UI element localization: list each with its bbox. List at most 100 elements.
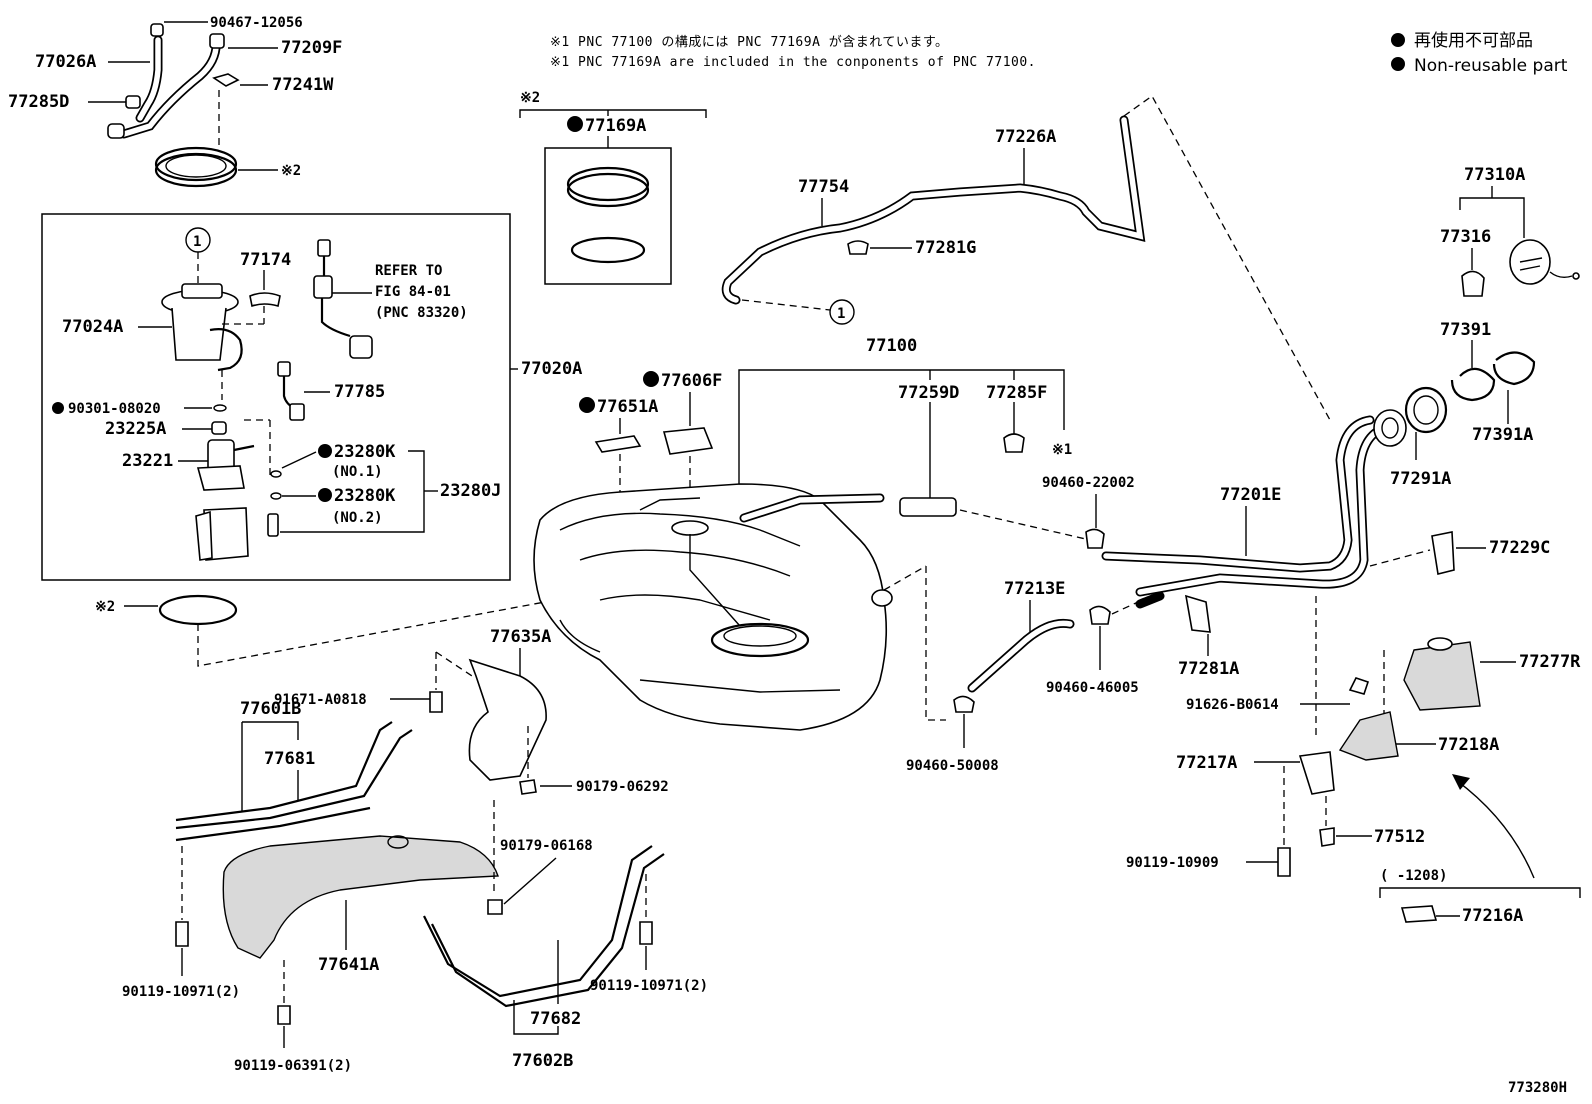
refer-line-3: (PNC 83320)	[375, 305, 468, 321]
pump-connector-77785	[277, 361, 305, 421]
nonreusable-dot-icon-6	[579, 397, 595, 413]
hose-77259D	[899, 497, 957, 517]
ring-77391	[1450, 367, 1496, 402]
label-77217A: 77217A	[1176, 753, 1237, 773]
label-77602B: 77602B	[512, 1051, 573, 1071]
label-77606F: 77606F	[661, 371, 722, 391]
clip-77229C	[1431, 531, 1455, 575]
label-no1: (NO.1)	[332, 464, 383, 480]
label-77277R: 77277R	[1519, 652, 1581, 672]
fuel-pump-23221	[196, 439, 255, 491]
label-77281G: 77281G	[915, 238, 976, 258]
label-77391: 77391	[1440, 320, 1491, 340]
label-77218A: 77218A	[1438, 735, 1499, 755]
label-77216A: 77216A	[1462, 906, 1523, 926]
bracket-77217A	[1298, 751, 1335, 795]
label-77512: 77512	[1374, 827, 1425, 847]
label-no2: (NO.2)	[332, 510, 383, 526]
strap-77602B	[423, 845, 665, 1008]
legend-text-jp: 再使用不可部品	[1414, 30, 1533, 51]
legend-dot-icon	[1391, 33, 1405, 47]
bolt-90119-06391	[277, 1005, 291, 1025]
label-range: ( -1208)	[1380, 868, 1447, 884]
clamp-77281A	[1184, 594, 1211, 633]
clamp-90460-46005	[1089, 605, 1111, 625]
label-77259D: 77259D	[898, 383, 959, 403]
vent-hoses	[721, 115, 1146, 305]
label-77651A: 77651A	[597, 397, 658, 417]
label-23280J: 23280J	[440, 481, 501, 501]
pad-77606F	[662, 427, 714, 455]
circle-ref-1-text: 1	[193, 234, 201, 250]
arrow-head-icon	[1452, 774, 1470, 790]
pad-77651A	[594, 435, 642, 453]
protector-77277R	[1403, 641, 1481, 711]
nonreusable-dot-icon	[52, 402, 64, 414]
label-91671-A0818: 91671-A0818	[274, 692, 367, 708]
label-77601B: 77601B	[240, 699, 301, 719]
label-77754: 77754	[798, 177, 849, 197]
label-note2-ring: ※2	[281, 163, 301, 179]
label-90119-06391: 90119-06391(2)	[234, 1058, 352, 1074]
circle-ref-1-text-2: 1	[837, 306, 845, 322]
clip-77216A	[1400, 905, 1438, 923]
label-23221: 23221	[122, 451, 173, 471]
pump-assembly-box	[41, 213, 511, 581]
label-91626-B0614: 91626-B0614	[1186, 697, 1279, 713]
bolt-90119-10971-right	[639, 921, 653, 945]
note-english: ※1 PNC 77169A are included in the conpon…	[550, 55, 1036, 70]
retainer-ring	[154, 146, 238, 188]
fuel-cap	[1509, 239, 1580, 285]
label-77681: 77681	[264, 749, 315, 769]
nonreusable-dot-icon-4	[567, 116, 583, 132]
clamp-90460-22002	[1085, 528, 1105, 549]
label-77682: 77682	[530, 1009, 581, 1029]
label-77285F: 77285F	[986, 383, 1047, 403]
gasket-ring	[158, 594, 238, 626]
label-77174: 77174	[240, 250, 291, 270]
fuel-tank	[533, 483, 893, 731]
bolt-91671-A0818	[429, 691, 443, 713]
legend-text-en: Non-reusable part	[1414, 56, 1568, 76]
cap-ring-77291A	[1404, 386, 1448, 434]
label-90119-10909: 90119-10909	[1126, 855, 1219, 871]
label-77201E: 77201E	[1220, 485, 1281, 505]
label-note2-box: ※2	[520, 90, 540, 106]
label-note1: ※1	[1052, 442, 1072, 458]
bolt-90119-10971-left	[175, 921, 189, 947]
clamp-90460-50008	[953, 695, 975, 713]
label-23280K-1: 23280K	[334, 442, 396, 462]
clip-77174	[249, 292, 281, 308]
figure-id: 773280H	[1508, 1080, 1567, 1096]
label-note2-gasket: ※2	[95, 599, 115, 615]
label-77241W: 77241W	[272, 75, 334, 95]
bolt-91626-B0614	[1348, 677, 1370, 695]
legend-dot-icon-2	[1391, 57, 1405, 71]
bracket-77635A	[468, 658, 547, 781]
label-77391A: 77391A	[1472, 425, 1533, 445]
note-japanese: ※1 PNC 77100 の構成には PNC 77169A が含まれています。	[550, 34, 949, 50]
label-23225A: 23225A	[105, 419, 166, 439]
label-90460-22002: 90460-22002	[1042, 475, 1135, 491]
label-77026A: 77026A	[35, 52, 96, 72]
label-77024A: 77024A	[62, 317, 123, 337]
bracket-77218A	[1338, 711, 1399, 761]
label-90467-12056: 90467-12056	[210, 15, 303, 31]
label-77316: 77316	[1440, 227, 1491, 247]
label-77226A: 77226A	[995, 127, 1056, 147]
nonreusable-dot-icon-5	[643, 371, 659, 387]
label-77020A: 77020A	[521, 359, 582, 379]
label-77285D: 77285D	[8, 92, 69, 112]
label-77310A: 77310A	[1464, 165, 1525, 185]
nut-90179-06168	[487, 899, 503, 915]
sender-wire-harness	[313, 239, 373, 359]
ring-77391A	[1492, 351, 1536, 386]
fuel-sender-gauge	[161, 283, 243, 372]
label-77213E: 77213E	[1004, 579, 1065, 599]
label-90460-46005: 90460-46005	[1046, 680, 1139, 696]
label-77100: 77100	[866, 336, 917, 356]
protector-77641A	[222, 835, 499, 959]
label-77291A: 77291A	[1390, 469, 1451, 489]
